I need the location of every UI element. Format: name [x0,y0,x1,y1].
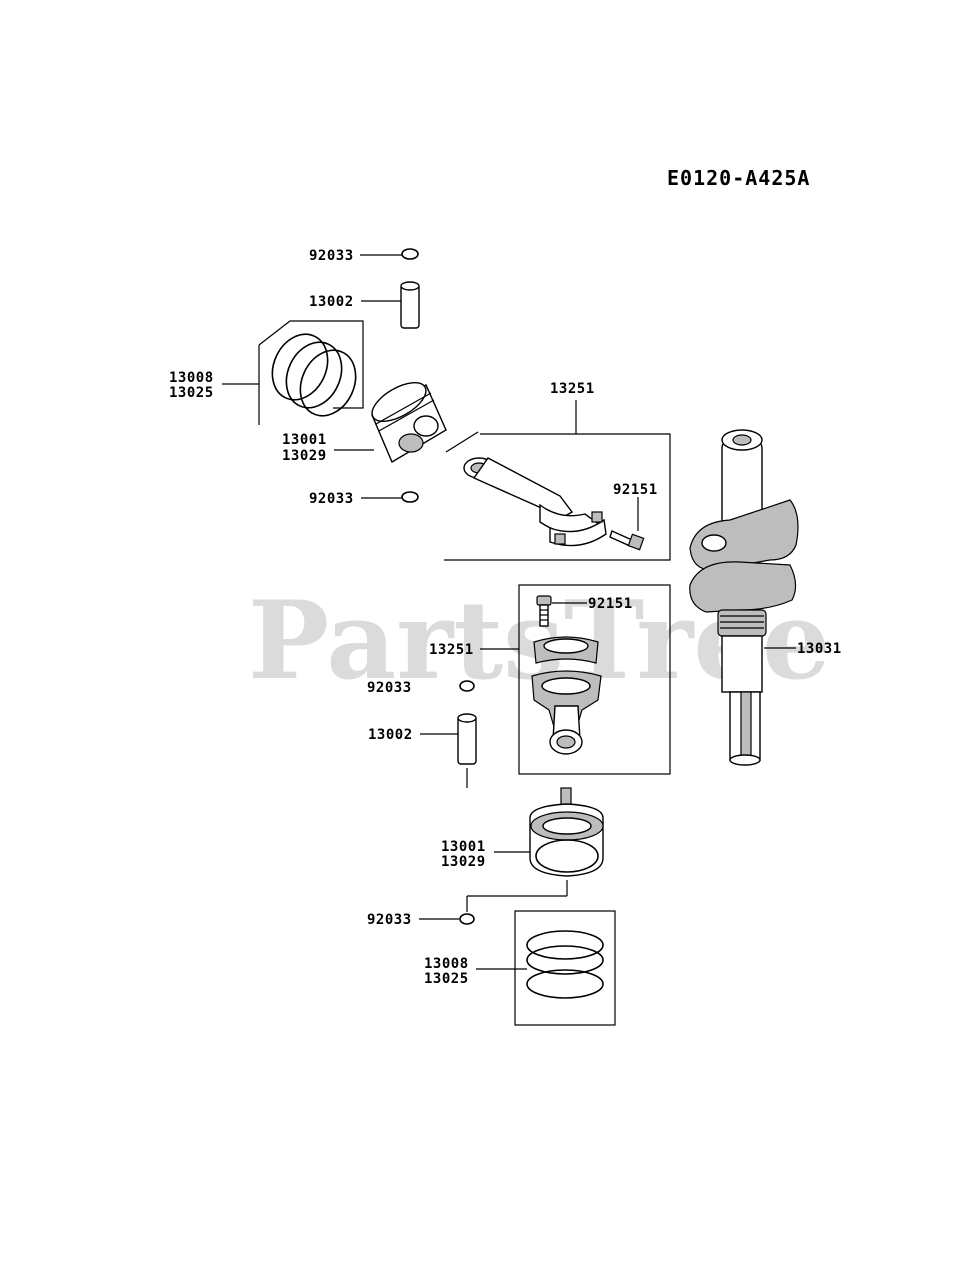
label-circlip-mid[interactable]: 92033 [367,680,412,696]
label-conrod-top[interactable]: 13251 [550,381,595,397]
label-rings-top-a[interactable]: 13008 [169,370,214,386]
label-piston-pin-top[interactable]: 13002 [309,294,354,310]
label-circlip-top[interactable]: 92033 [309,248,354,264]
label-piston-pin-mid[interactable]: 13002 [368,727,413,743]
piston-pin-mid-part[interactable] [457,713,477,765]
label-circlip-top2[interactable]: 92033 [309,491,354,507]
label-piston-bottom-b[interactable]: 13029 [441,854,486,870]
piston-pin-top-part[interactable] [400,281,420,329]
label-crankshaft[interactable]: 13031 [797,641,842,657]
label-circlip-bottom[interactable]: 92033 [367,912,412,928]
circlip-bottom-part[interactable] [459,913,475,925]
label-piston-top-a[interactable]: 13001 [282,432,327,448]
piston-rings-bottom-part[interactable] [526,930,604,999]
connecting-rod-top-part[interactable] [463,457,607,547]
label-piston-bottom-a[interactable]: 13001 [441,839,486,855]
circlip-mid-part[interactable] [459,680,475,692]
connecting-rod-mid-part[interactable] [531,636,602,755]
piston-top-part[interactable] [366,375,447,464]
label-conrod-mid[interactable]: 13251 [429,642,474,658]
crankshaft-part[interactable] [689,429,799,766]
label-rings-bottom-a[interactable]: 13008 [424,956,469,972]
piston-bottom-part[interactable] [529,787,604,877]
diagram-code: E0120-A425A [667,166,810,190]
label-bolt-mid[interactable]: 92151 [588,596,633,612]
conrod-mid-outline [518,584,671,775]
circlip-top-part[interactable] [401,248,419,260]
label-piston-top-b[interactable]: 13029 [282,448,327,464]
label-bolt-top[interactable]: 92151 [613,482,658,498]
label-rings-bottom-b[interactable]: 13025 [424,971,469,987]
conrod-bolt-mid-part[interactable] [536,595,552,627]
circlip-top2-part[interactable] [401,491,419,503]
label-rings-top-b[interactable]: 13025 [169,385,214,401]
rings-bottom-outline [514,910,616,1026]
conrod-bolt-top-part[interactable] [609,530,645,551]
rings-top-outline [258,320,364,409]
piston-rings-top-part[interactable] [262,325,366,425]
conrod-top-outline [444,433,671,561]
